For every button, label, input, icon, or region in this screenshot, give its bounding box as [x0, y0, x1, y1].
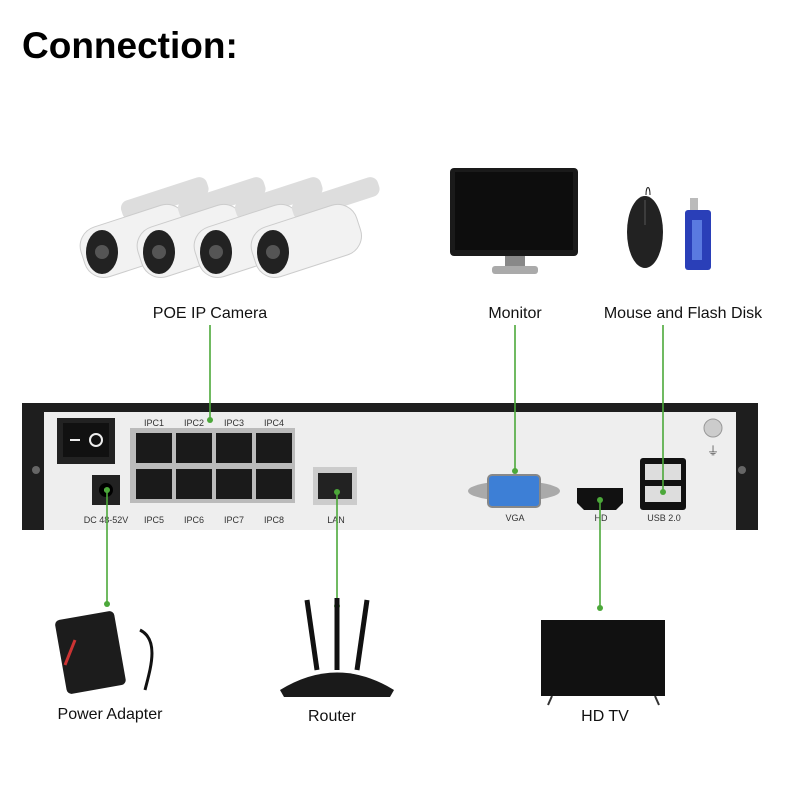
rj45-port	[256, 433, 292, 463]
ipc-port-label: IPC8	[264, 515, 284, 525]
camera-4	[250, 177, 380, 278]
rj45-port	[256, 469, 292, 499]
ground-icon: ⏚	[707, 444, 719, 458]
rj45-port	[136, 433, 172, 463]
camera-label: POE IP Camera	[153, 305, 268, 322]
rj45-port	[216, 469, 252, 499]
monitor-image	[450, 168, 578, 274]
usb-port-label: USB 2.0	[647, 513, 681, 523]
page-title: Connection:	[22, 25, 238, 66]
vga-port-label: VGA	[505, 513, 524, 523]
rj45-port	[136, 469, 172, 499]
ipc-port-label: IPC2	[184, 418, 204, 428]
connection-wires	[104, 325, 666, 611]
mouse-flash-label: Mouse and Flash Disk	[604, 305, 763, 322]
rj45-port	[176, 469, 212, 499]
ipc-port-label: IPC7	[224, 515, 244, 525]
router-label: Router	[308, 708, 357, 725]
hd-port-label: HD	[595, 513, 608, 523]
ipc-port-label: IPC5	[144, 515, 164, 525]
power-adapter-image	[55, 611, 154, 694]
ipc-port-label: IPC6	[184, 515, 204, 525]
ipc-port-label: IPC1	[144, 418, 164, 428]
flash-disk-image	[685, 198, 711, 270]
mouse-image	[627, 187, 663, 268]
ipc-port-label: IPC3	[224, 418, 244, 428]
nvr-rear-panel: ⏚	[22, 403, 758, 530]
power-adapter-label: Power Adapter	[58, 706, 164, 723]
rj45-port	[176, 433, 212, 463]
rj45-port	[216, 433, 252, 463]
lan-port-label: LAN	[327, 515, 345, 525]
monitor-label: Monitor	[488, 305, 542, 322]
dc-port-label: DC 48-52V	[84, 515, 129, 525]
router-image	[280, 598, 394, 697]
hd-tv-label: HD TV	[581, 708, 629, 725]
ipc-port-label: IPC4	[264, 418, 284, 428]
hd-tv-image	[541, 620, 665, 706]
poe-ip-cameras	[79, 177, 380, 278]
